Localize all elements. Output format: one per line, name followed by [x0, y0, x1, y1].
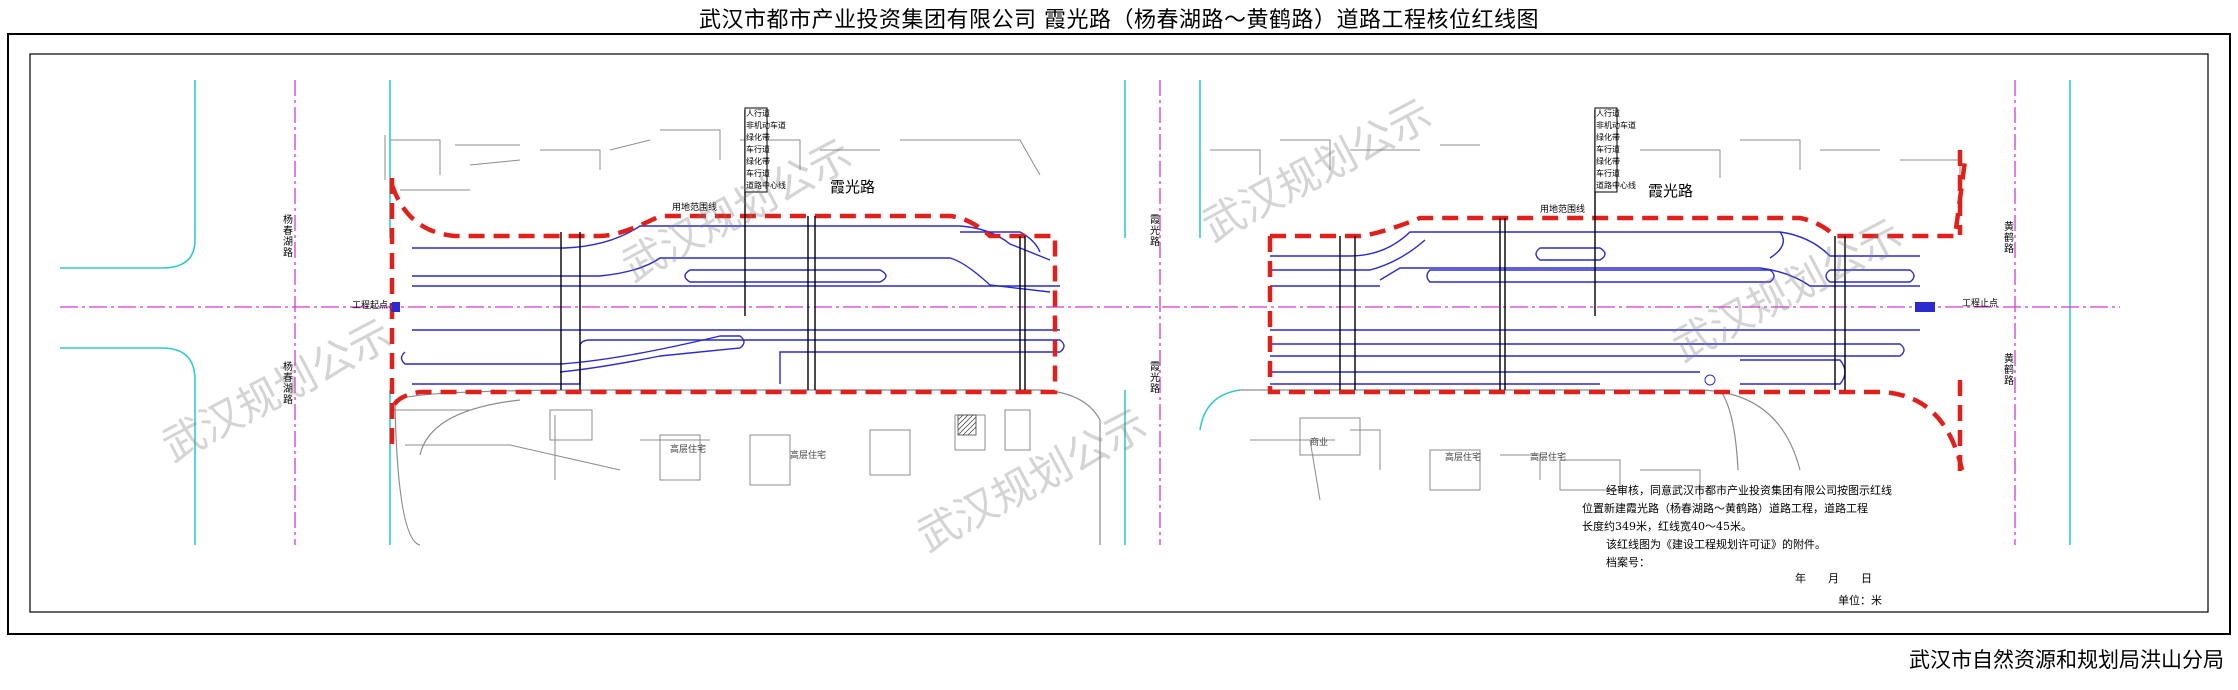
legend-item: 车行道: [1596, 169, 1620, 178]
legend-item: 绿化带: [1596, 133, 1620, 142]
road-interior-left: [400, 225, 1065, 385]
svg-text:高层住宅: 高层住宅: [790, 449, 826, 461]
legend-item: 非机动车道: [746, 121, 786, 130]
main-road-label-right: 霞光路: [1648, 182, 1694, 200]
legend-item: 道路中心线: [746, 181, 786, 190]
building-labels: 高层住宅 高层住宅 高层住宅 高层住宅 商业: [670, 436, 1566, 463]
main-road-label-left: 霞光路: [830, 178, 876, 196]
background-buildings: [384, 129, 1961, 501]
legend-item: 非机动车道: [1596, 121, 1636, 130]
note-line-4: 该红线图为《建设工程规划许可证》的附件。: [1606, 538, 1826, 551]
legend-item: 道路中心线: [1596, 181, 1636, 190]
legend-item: 车行道: [746, 169, 770, 178]
legend-box-left: [744, 107, 768, 193]
red-line-right: [1267, 150, 1968, 478]
approval-notes: 经审核，同意武汉市都市产业投资集团有限公司按图示红线 位置新建霞光路（杨春湖路～…: [1582, 482, 2002, 572]
svg-text:高层住宅: 高层住宅: [670, 443, 706, 455]
legend-item: 绿化带: [746, 157, 770, 166]
legend-right: 人行道 非机动车道 绿化带 车行道 绿化带 车行道 道路中心线: [1596, 108, 1656, 192]
legend-left: 人行道 非机动车道 绿化带 车行道 绿化带 车行道 道路中心线: [746, 108, 806, 192]
red-line-label-right: 用地范围线: [1540, 205, 1586, 215]
page-title: 武汉市都市产业投资集团有限公司 霞光路（杨春湖路～黄鹤路）道路工程核位红线图: [699, 8, 1539, 33]
svg-text:高层住宅: 高层住宅: [1530, 451, 1566, 463]
unit-label: 单位：米: [1838, 594, 1882, 607]
approval-date: 年 月 日: [1795, 572, 1872, 585]
legend-item: 绿化带: [746, 133, 770, 142]
start-point-label: 工程起点: [352, 301, 389, 311]
note-line-3: 长度约349米，红线宽40～45米。: [1582, 520, 1752, 533]
legend-item: 人行道: [746, 109, 770, 118]
note-line-2: 位置新建霞光路（杨春湖路～黄鹤路）道路工程，道路工程: [1582, 502, 1868, 515]
legend-item: 绿化带: [1596, 157, 1620, 166]
right-cross-road-label-bottom: 黄鹤路: [2004, 354, 2014, 387]
hatched-block: [957, 414, 977, 436]
left-cross-road-label-top: 杨春湖路: [283, 215, 293, 259]
manhole-left: [389, 302, 399, 312]
svg-text:高层住宅: 高层住宅: [1445, 451, 1481, 463]
svg-text:商业: 商业: [1310, 436, 1328, 448]
cross-road-centerlines: [294, 80, 2016, 545]
note-line-1: 经审核，同意武汉市都市产业投资集团有限公司按图示红线: [1606, 484, 1892, 497]
end-point-label: 工程止点: [1962, 299, 1999, 309]
legend-item: 车行道: [1596, 145, 1620, 154]
outer-frame: [7, 33, 2231, 635]
right-cross-road-label-top: 黄鹤路: [2004, 222, 2014, 255]
note-archive: 档案号：: [1606, 556, 1650, 569]
start-marker: [392, 302, 400, 312]
legend-item: 人行道: [1596, 109, 1620, 118]
mid-cross-road-label-top: 霞光路: [1150, 215, 1160, 248]
dimension-lines: [560, 110, 1846, 390]
issuing-authority: 武汉市自然资源和规划局洪山分局: [1909, 648, 2224, 672]
manhole-right: [1704, 374, 1716, 386]
legend-item: 车行道: [746, 145, 770, 154]
road-interior-right: [1270, 231, 1920, 385]
legend-box-right: [1594, 107, 1618, 193]
left-cross-road-label-bottom: 杨春湖路: [283, 362, 293, 406]
end-marker: [1915, 302, 1935, 312]
red-line-left: [389, 178, 1058, 452]
inner-frame: [29, 53, 2209, 613]
red-line-label-left: 用地范围线: [672, 203, 718, 213]
mid-cross-road-label-bottom: 霞光路: [1150, 362, 1160, 395]
